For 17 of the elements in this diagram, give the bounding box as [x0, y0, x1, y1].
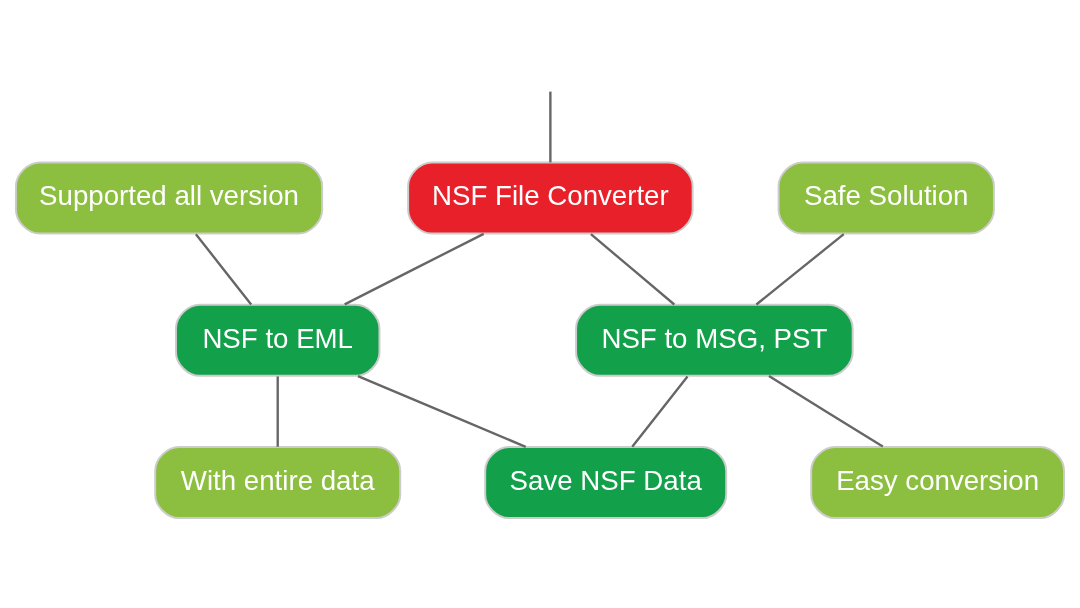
node-box: Easy conversion: [810, 446, 1066, 520]
node-box: NSF to MSG, PST: [575, 303, 854, 377]
connector: [195, 233, 253, 306]
connector: [549, 91, 552, 163]
node-box: NSF to EML: [174, 303, 381, 377]
node-box: Safe Solution: [777, 161, 995, 235]
node-box: NSF File Converter: [407, 161, 694, 235]
node-box: Save NSF Data: [484, 446, 728, 520]
connector: [344, 232, 485, 306]
connector: [590, 233, 676, 306]
connector: [631, 375, 689, 448]
node-box: Supported all version: [14, 161, 324, 235]
connector: [357, 375, 527, 448]
node-box: With entire data: [154, 446, 402, 520]
connector: [755, 233, 845, 306]
connector: [276, 376, 279, 447]
connector: [768, 375, 884, 448]
